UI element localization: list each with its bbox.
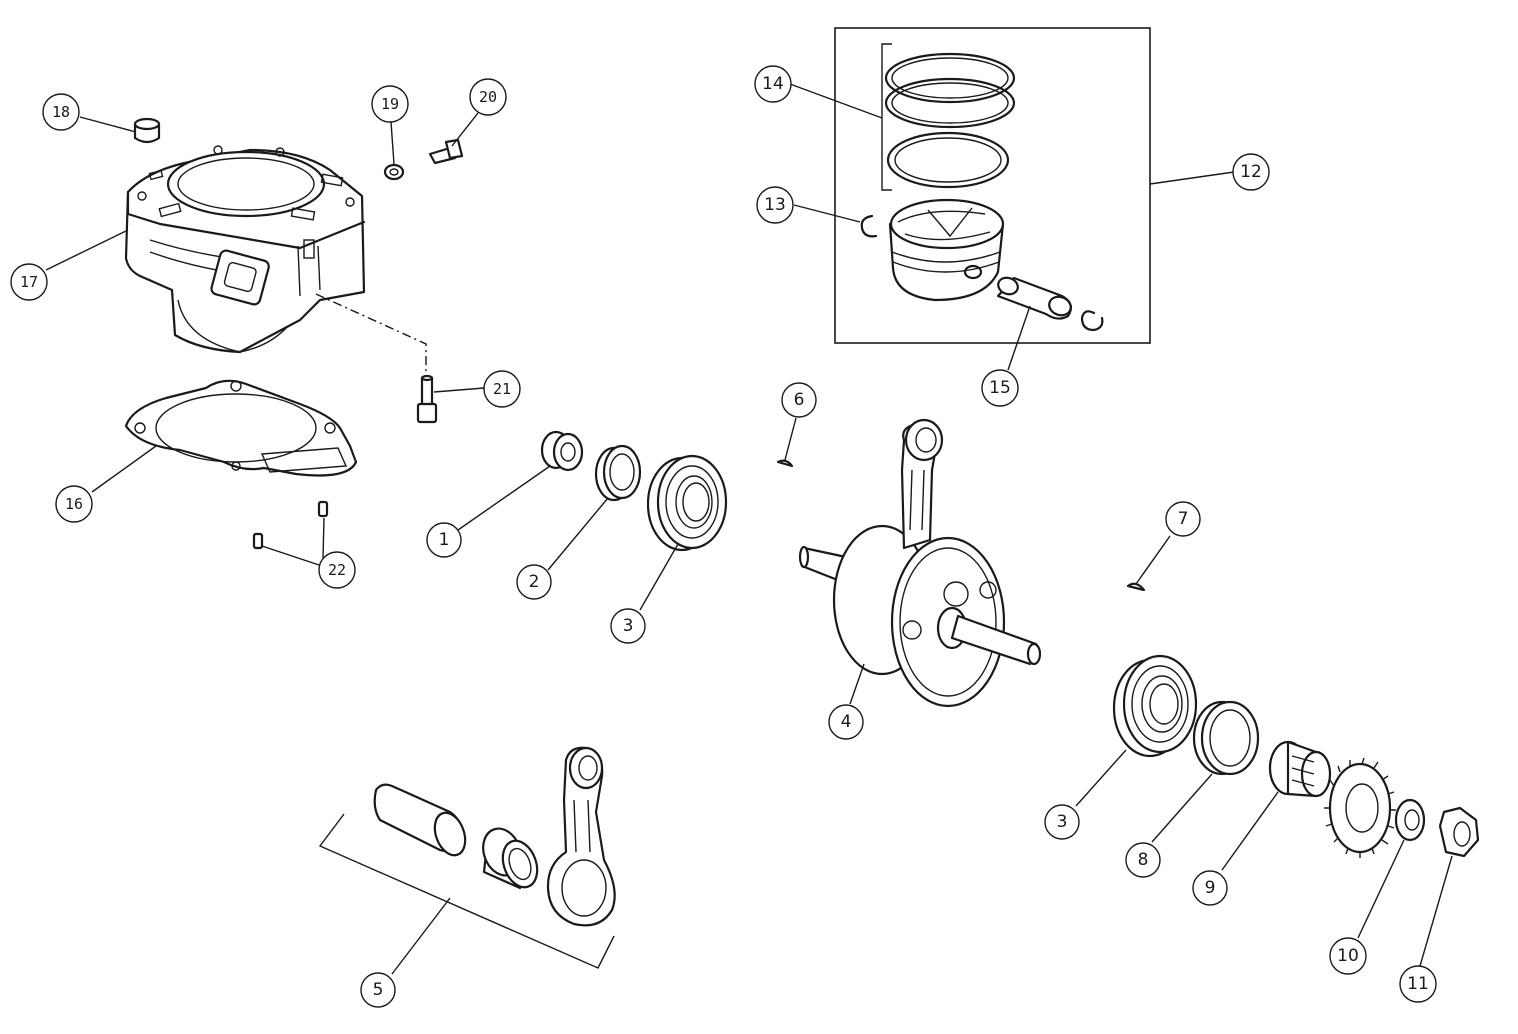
callout-label-11: 11 — [1407, 974, 1429, 994]
callout-label-13: 13 — [764, 195, 786, 215]
callout-label-3-right: 3 — [1057, 812, 1068, 832]
piston-pin — [996, 276, 1073, 320]
piston-ring-top — [884, 52, 1016, 104]
bolt-alignment-line — [315, 293, 427, 372]
callout-13: 13 — [756, 186, 794, 224]
callout-6: 6 — [781, 382, 817, 418]
callout-14: 14 — [754, 65, 792, 103]
callout-label-18: 18 — [52, 103, 70, 121]
circlip-right — [1080, 310, 1104, 332]
needle-bearing — [482, 827, 539, 890]
callout-20: 20 — [469, 78, 507, 116]
callout-9: 9 — [1192, 870, 1228, 906]
piston-ring-oil — [886, 131, 1010, 189]
callout-12: 12 — [1232, 153, 1270, 191]
dowel-pin-a — [252, 532, 264, 550]
callout-label-4: 4 — [841, 712, 852, 732]
callout-label-22: 22 — [328, 561, 346, 579]
callout-label-6: 6 — [794, 390, 805, 410]
callout-17: 17 — [10, 263, 48, 301]
callout-2: 2 — [516, 564, 552, 600]
callout-18: 18 — [42, 93, 80, 131]
callout-label-21: 21 — [493, 380, 511, 398]
callout-label-19: 19 — [381, 95, 399, 113]
callout-label-2: 2 — [529, 572, 540, 592]
callout-21: 21 — [483, 370, 521, 408]
callout-label-7: 7 — [1178, 509, 1189, 529]
callout-label-8: 8 — [1138, 850, 1149, 870]
callout-11: 11 — [1399, 965, 1437, 1003]
crankshaft-bearing-left — [646, 454, 728, 552]
woodruff-key-right — [1126, 582, 1146, 592]
cylinder-bolt — [416, 374, 438, 424]
callout-3-left: 3 — [610, 608, 646, 644]
shaft-seal — [594, 444, 642, 502]
circlip-left — [860, 214, 878, 238]
hex-nut — [1438, 806, 1480, 858]
leader-lines — [45, 83, 1453, 975]
callout-label-20: 20 — [479, 88, 497, 106]
woodruff-key-left — [776, 459, 794, 468]
callout-label-9: 9 — [1205, 878, 1216, 898]
dowel-sleeve — [133, 117, 161, 144]
callout-22: 22 — [318, 551, 356, 589]
callout-4: 4 — [828, 704, 864, 740]
callout-7: 7 — [1165, 501, 1201, 537]
dowel-pin-b — [317, 500, 329, 518]
conrod-kit-bracket — [318, 813, 615, 969]
callout-label-1: 1 — [439, 530, 450, 550]
callout-3-right: 3 — [1044, 804, 1080, 840]
sealing-washer — [383, 163, 405, 181]
callout-19: 19 — [371, 85, 409, 123]
cylinder — [124, 145, 366, 354]
callout-label-12: 12 — [1240, 162, 1262, 182]
connecting-rod — [546, 746, 616, 927]
cylinder-base-gasket — [124, 379, 358, 477]
callout-label-10: 10 — [1337, 946, 1359, 966]
callout-label-15: 15 — [989, 378, 1011, 398]
callout-label-5: 5 — [373, 980, 384, 1000]
timing-gear — [1268, 740, 1332, 798]
piston-ring-middle — [884, 77, 1016, 129]
callout-label-14: 14 — [762, 74, 784, 94]
flange-nut — [540, 430, 584, 472]
callout-5: 5 — [360, 972, 396, 1008]
callout-1: 1 — [426, 522, 462, 558]
crankshaft — [798, 418, 1042, 708]
spacer-ring — [1192, 700, 1260, 776]
callout-label-16: 16 — [65, 495, 83, 513]
piston — [888, 198, 1005, 302]
piston-kit-frame — [834, 27, 1151, 344]
callout-label-3-left: 3 — [623, 616, 634, 636]
banjo-screw — [428, 138, 464, 165]
callout-8: 8 — [1125, 842, 1161, 878]
crankshaft-bearing-right — [1112, 654, 1198, 758]
washer — [1394, 798, 1426, 842]
callout-15: 15 — [981, 369, 1019, 407]
crank-pin — [373, 783, 467, 857]
callout-16: 16 — [55, 485, 93, 523]
callout-10: 10 — [1329, 937, 1367, 975]
piston-rings-bracket — [881, 43, 892, 191]
callout-label-17: 17 — [20, 273, 38, 291]
primary-drive-gear — [1324, 757, 1396, 858]
